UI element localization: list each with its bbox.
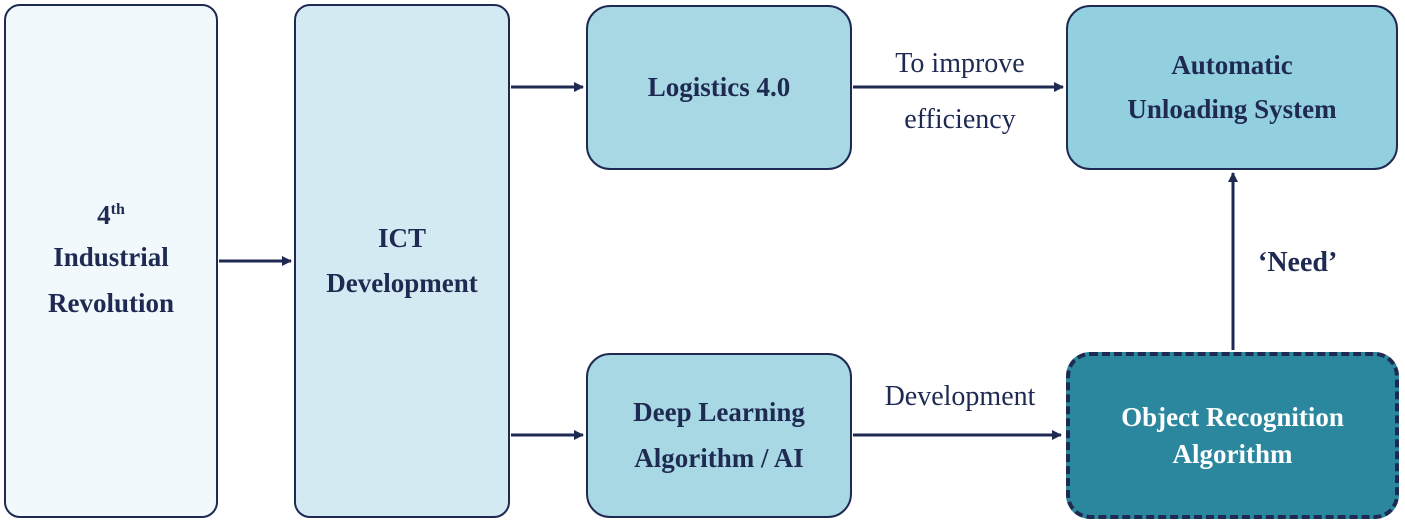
node-object-recognition-algorithm: Object Recognition Algorithm <box>1066 352 1399 519</box>
node-4ir-line-3: Revolution <box>47 288 174 319</box>
node-ict-line-1: ICT <box>377 223 426 254</box>
node-ict-development: ICT Development <box>294 4 510 518</box>
edge-label-need: ‘Need’ <box>1258 247 1338 278</box>
node-logistics-4-0: Logistics 4.0 <box>586 5 852 170</box>
node-automatic-unloading-system: Automatic Unloading System <box>1066 5 1398 170</box>
node-deep-learning-line-1: Deep Learning <box>633 396 805 427</box>
node-4ir-line-2: Industrial <box>53 242 169 273</box>
node-logistics-label: Logistics 4.0 <box>647 71 791 102</box>
node-recognition-line-2: Algorithm <box>1172 438 1293 469</box>
node-unloading-line-1: Automatic <box>1171 50 1293 81</box>
node-4ir-ordinal: 4th <box>97 195 125 236</box>
node-4ir-number: 4 <box>97 199 111 230</box>
node-ict-line-2: Development <box>326 268 478 298</box>
node-4th-industrial-revolution: 4th Industrial Revolution <box>4 4 218 518</box>
node-unloading-line-2: Unloading System <box>1127 93 1337 124</box>
node-deep-learning-algorithm: Deep Learning Algorithm / AI <box>586 353 852 518</box>
node-deep-learning-line-2: Algorithm / AI <box>634 442 804 473</box>
edge-label-improve-line-1: To improve <box>895 48 1025 79</box>
edge-label-improve-line-2: efficiency <box>904 104 1016 135</box>
edge-label-development: Development <box>884 381 1036 412</box>
node-recognition-line-1: Object Recognition <box>1121 402 1344 433</box>
edge-label-to-improve-efficiency: To improve efficiency <box>860 36 1060 148</box>
node-4ir-superscript: th <box>110 200 125 218</box>
